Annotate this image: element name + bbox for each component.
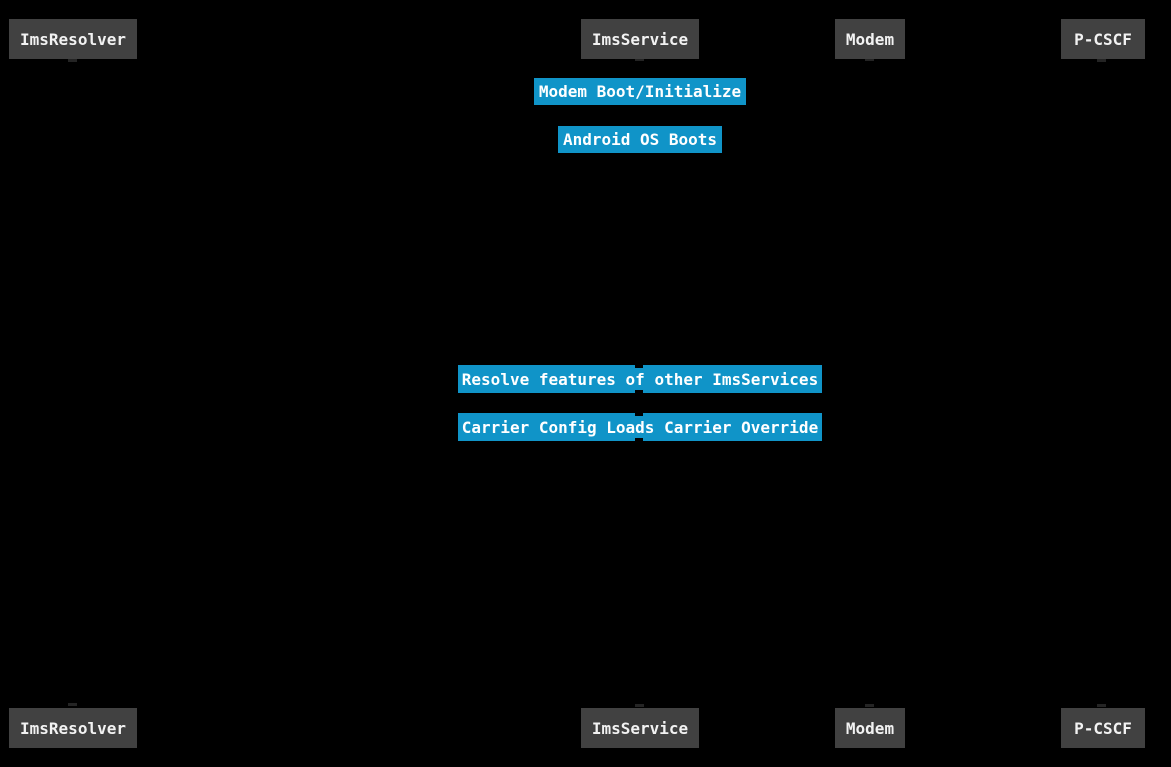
actor-top-imsresolver: ImsResolver <box>9 19 137 59</box>
lifeline-stub <box>1097 704 1106 707</box>
lifeline-notch <box>635 390 643 393</box>
lifeline-notch <box>635 413 643 416</box>
note-carrier-config-override: Carrier Config Loads Carrier Override <box>458 413 822 441</box>
lifeline-stub <box>68 59 77 62</box>
lifeline-stub <box>865 58 874 61</box>
lifeline-notch <box>635 365 643 368</box>
lifeline-stub <box>1097 59 1106 62</box>
lifeline-stub <box>865 704 874 707</box>
lifeline-notch <box>635 438 643 441</box>
actor-bottom-imsresolver: ImsResolver <box>9 708 137 748</box>
actor-top-modem: Modem <box>835 19 905 59</box>
actor-top-pcscf: P-CSCF <box>1061 19 1145 59</box>
note-android-os-boots: Android OS Boots <box>558 126 722 153</box>
actor-bottom-modem: Modem <box>835 708 905 748</box>
note-resolve-features: Resolve features of other ImsServices <box>458 365 822 393</box>
note-modem-boot-initialize: Modem Boot/Initialize <box>534 78 746 105</box>
lifeline-stub <box>635 58 644 61</box>
lifeline-stub <box>68 703 77 706</box>
actor-bottom-imsservice: ImsService <box>581 708 699 748</box>
lifeline-stub <box>635 704 644 707</box>
actor-bottom-pcscf: P-CSCF <box>1061 708 1145 748</box>
actor-top-imsservice: ImsService <box>581 19 699 59</box>
